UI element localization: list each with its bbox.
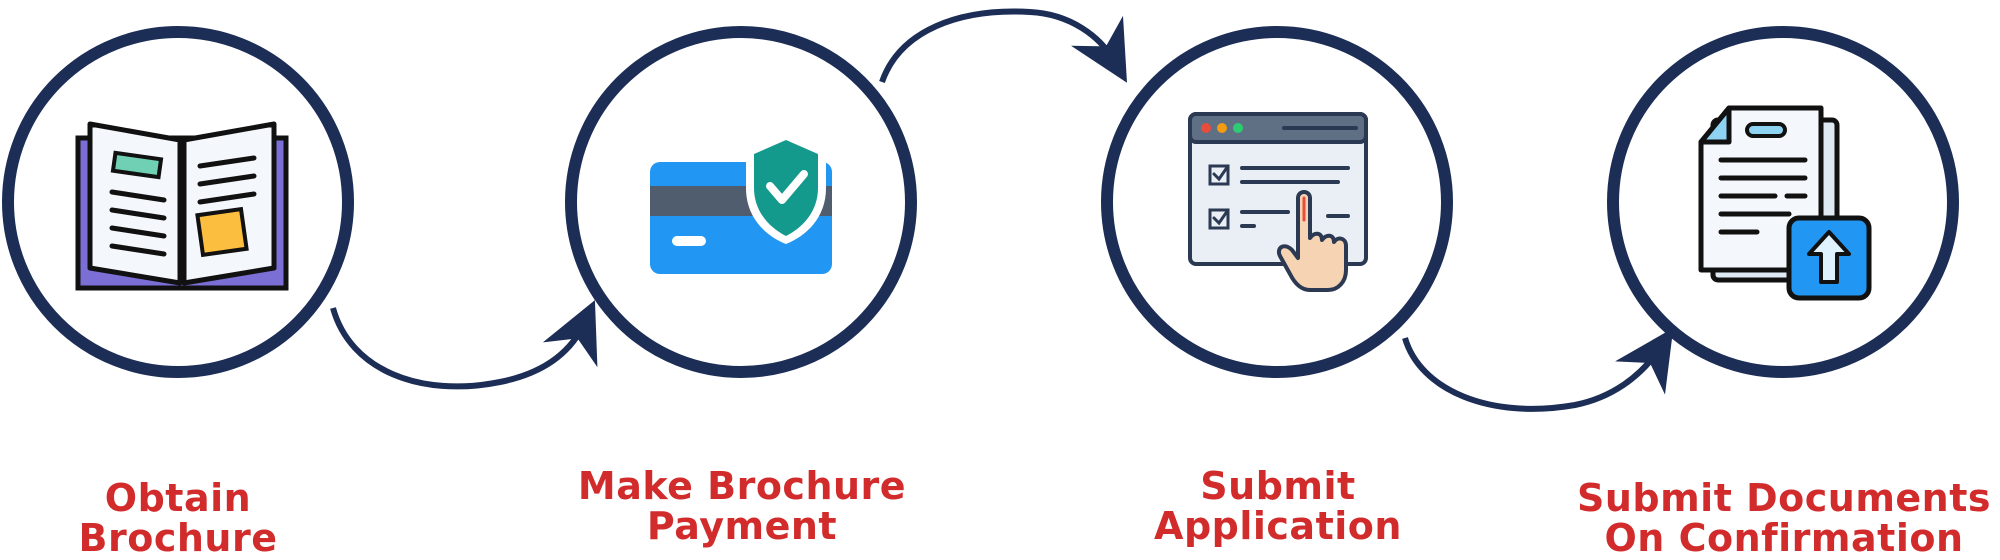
step-submit-documents <box>1607 26 1959 378</box>
step-3-label-line2: Application <box>1154 504 1402 548</box>
document-upload-icon <box>1698 105 1872 301</box>
online-form-click-icon <box>1188 112 1368 292</box>
card-payment-shield-icon <box>650 134 832 274</box>
step-2-label-line1: Make Brochure <box>577 464 907 508</box>
step-1-label-line1: Obtain <box>104 476 252 520</box>
step-2-label-line2: Payment <box>646 504 838 548</box>
step-1-label-line2: Brochure <box>78 516 278 560</box>
open-brochure-icon <box>75 121 289 291</box>
step-4-label-line1: Submit Documents <box>1576 476 1992 520</box>
step-3-label-line1: Submit <box>1200 464 1356 508</box>
step-2-label: Make Brochure Payment <box>532 466 952 546</box>
step-4-label-line2: On Confirmation <box>1604 516 1964 560</box>
step-4-label: Submit Documents On Confirmation <box>1574 478 1994 558</box>
step-make-payment <box>565 26 917 378</box>
connector-arrow-1 <box>330 300 598 390</box>
connector-arrow-2 <box>879 8 1128 84</box>
step-3-label: Submit Application <box>1068 466 1488 546</box>
step-submit-application <box>1101 26 1453 378</box>
connector-arrow-3 <box>1402 328 1674 412</box>
step-obtain-brochure <box>2 26 354 378</box>
step-1-label: Obtain Brochure <box>0 478 388 558</box>
